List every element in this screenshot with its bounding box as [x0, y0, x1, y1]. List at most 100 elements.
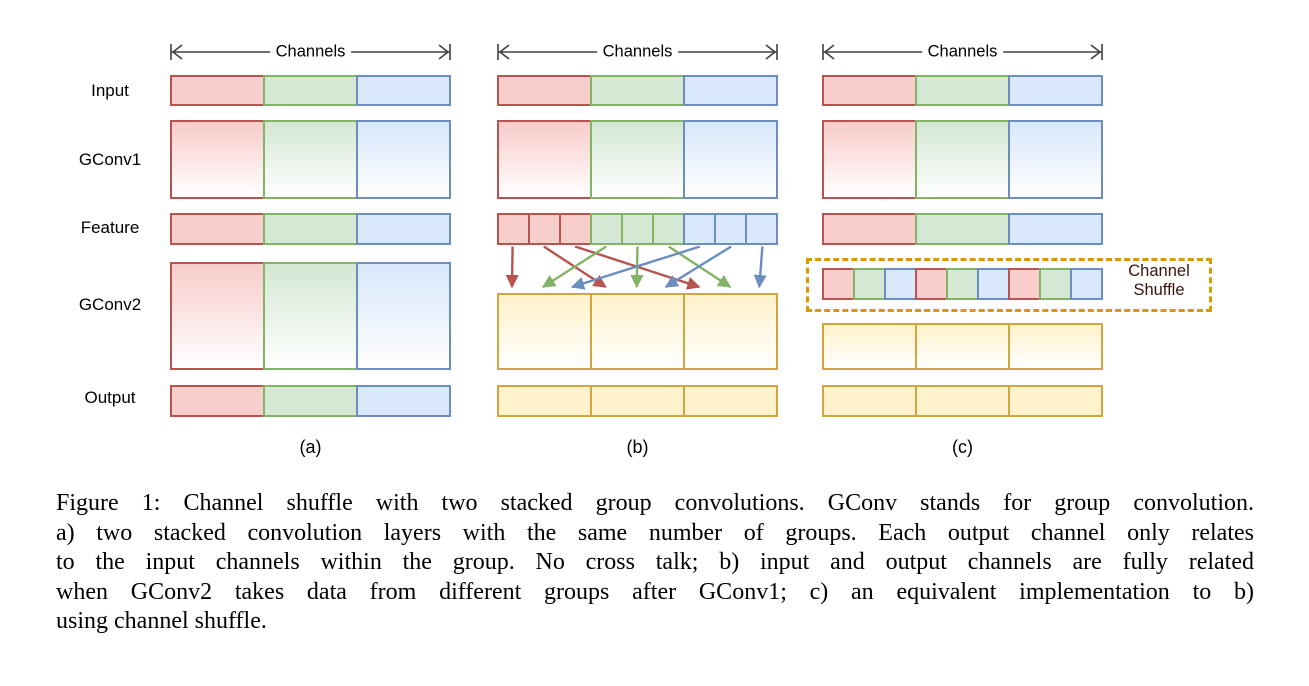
- yellow-channel-segment: [822, 385, 917, 417]
- green-channel-segment: [853, 268, 886, 300]
- red-channel-segment: [822, 268, 855, 300]
- caption-line: using channel shuffle.: [56, 608, 267, 634]
- yellow-channel-segment: [590, 385, 685, 417]
- yellow-channel-segment: [915, 385, 1010, 417]
- green-channel-segment: [1039, 268, 1072, 300]
- blue-channel-segment: [977, 268, 1010, 300]
- green-channel-segment: [590, 75, 685, 106]
- green-channel-segment: [263, 262, 358, 370]
- red-channel-segment: [1008, 268, 1041, 300]
- c-feature-bar: [822, 213, 1103, 245]
- blue-channel-segment: [884, 268, 917, 300]
- b-feature-bar: [497, 213, 778, 245]
- green-channel-segment: [263, 75, 358, 106]
- green-channel-segment: [590, 213, 623, 245]
- blue-channel-segment: [356, 213, 451, 245]
- green-channel-segment: [263, 213, 358, 245]
- row-label-input: Input: [91, 81, 129, 100]
- c-input-bar: [822, 75, 1103, 106]
- b-gconv1-bar: [497, 120, 778, 199]
- blue-channel-segment: [745, 213, 778, 245]
- blue-channel-segment: [683, 120, 778, 199]
- blue-channel-segment: [356, 120, 451, 199]
- blue-channel-segment: [1008, 213, 1103, 245]
- row-label-gconv2: GConv2: [78, 295, 142, 314]
- green-channel-segment: [946, 268, 979, 300]
- blue-channel-segment: [1070, 268, 1103, 300]
- yellow-channel-segment: [497, 385, 592, 417]
- caption-line: a) two stacked convolution layers with t…: [56, 519, 1254, 546]
- yellow-channel-segment: [822, 323, 917, 370]
- red-channel-segment: [170, 120, 265, 199]
- a-input-bar: [170, 75, 451, 106]
- channels-header-a: Channels: [170, 38, 451, 66]
- red-channel-segment: [497, 75, 592, 106]
- channels-label: Channels: [921, 42, 1004, 62]
- blue-channel-segment: [356, 385, 451, 417]
- green-channel-segment: [652, 213, 685, 245]
- green-channel-segment: [263, 385, 358, 417]
- red-channel-segment: [559, 213, 592, 245]
- channel-shuffle-label-line1: Channel: [1128, 262, 1190, 280]
- blue-channel-segment: [1008, 120, 1103, 199]
- yellow-channel-segment: [1008, 385, 1103, 417]
- blue-channel-segment: [714, 213, 747, 245]
- caption-line: Figure 1: Channel shuffle with two stack…: [56, 490, 1254, 516]
- red-channel-segment: [915, 268, 948, 300]
- figure-caption: Figure 1: Channel shuffle with two stack…: [56, 489, 1254, 637]
- channel-shuffle-label: Channel Shuffle: [1106, 262, 1212, 300]
- c-gconv1-bar: [822, 120, 1103, 199]
- row-label-output: Output: [84, 388, 136, 407]
- b-input-bar: [497, 75, 778, 106]
- blue-channel-segment: [683, 213, 716, 245]
- a-gconv1-bar: [170, 120, 451, 199]
- channel-shuffle-box: [806, 258, 1212, 312]
- column-label-c: (c): [952, 437, 973, 457]
- c-gconv2-bar: [822, 323, 1103, 370]
- green-channel-segment: [263, 120, 358, 199]
- b-output-bar: [497, 385, 778, 417]
- blue-channel-segment: [356, 75, 451, 106]
- channels-label: Channels: [596, 42, 679, 62]
- caption-line: when GConv2 takes data from different gr…: [56, 578, 1254, 605]
- shuffle-arrows: [505, 246, 767, 290]
- channels-label: Channels: [269, 42, 352, 62]
- c-output-bar: [822, 385, 1103, 417]
- yellow-channel-segment: [683, 293, 778, 370]
- red-channel-segment: [822, 120, 917, 199]
- blue-channel-segment: [356, 262, 451, 370]
- row-label-feature: Feature: [80, 218, 140, 237]
- red-channel-segment: [822, 75, 917, 106]
- yellow-channel-segment: [1008, 323, 1103, 370]
- channels-header-b: Channels: [497, 38, 778, 66]
- a-output-bar: [170, 385, 451, 417]
- red-channel-segment: [822, 213, 917, 245]
- green-channel-segment: [915, 213, 1010, 245]
- yellow-channel-segment: [497, 293, 592, 370]
- red-channel-segment: [170, 385, 265, 417]
- yellow-channel-segment: [683, 385, 778, 417]
- blue-channel-segment: [683, 75, 778, 106]
- red-channel-segment: [528, 213, 561, 245]
- channels-header-c: Channels: [822, 38, 1103, 66]
- green-channel-segment: [590, 120, 685, 199]
- green-channel-segment: [915, 120, 1010, 199]
- b-gconv2-bar: [497, 293, 778, 370]
- red-channel-segment: [497, 213, 530, 245]
- channel-shuffle-label-line2: Shuffle: [1133, 281, 1185, 299]
- column-label-b: (b): [626, 437, 649, 457]
- column-label-a: (a): [299, 437, 322, 457]
- row-label-gconv1: GConv1: [78, 150, 142, 169]
- yellow-channel-segment: [915, 323, 1010, 370]
- green-channel-segment: [915, 75, 1010, 106]
- red-channel-segment: [170, 75, 265, 106]
- blue-channel-segment: [1008, 75, 1103, 106]
- red-channel-segment: [170, 262, 265, 370]
- red-channel-segment: [497, 120, 592, 199]
- a-feature-bar: [170, 213, 451, 245]
- caption-line: to the input channels within the group. …: [56, 549, 1254, 575]
- a-gconv2-bar: [170, 262, 451, 370]
- yellow-channel-segment: [590, 293, 685, 370]
- green-channel-segment: [621, 213, 654, 245]
